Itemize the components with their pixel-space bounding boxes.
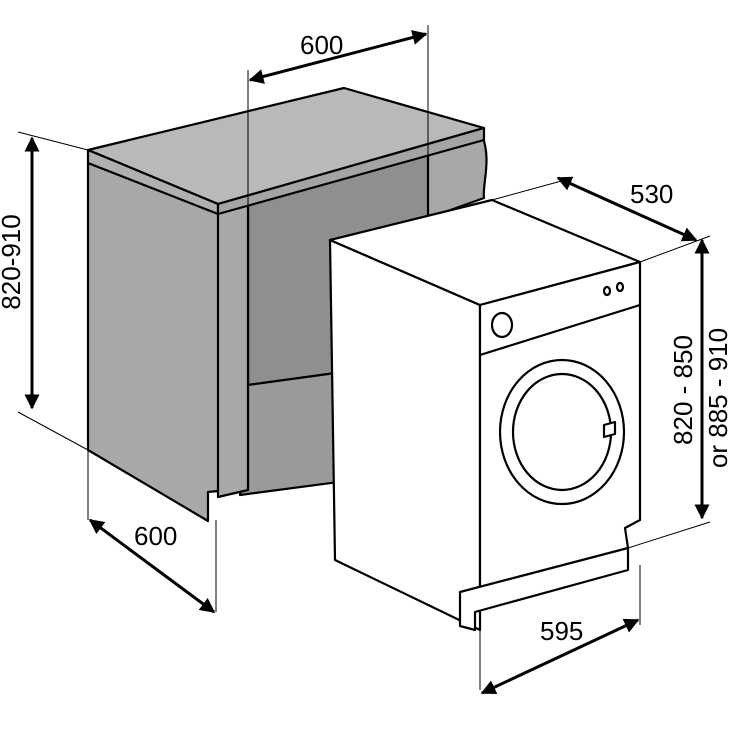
dimension-arrow-icon xyxy=(88,518,216,614)
ext-line-cabinet-bottom xyxy=(17,411,89,451)
cabinet-depth-label: 600 xyxy=(134,521,177,551)
dimension-arrow-icon xyxy=(248,30,428,84)
washing-machine xyxy=(328,179,711,690)
ext-line-top-back xyxy=(491,179,566,201)
ext-line-bottom-right xyxy=(627,521,711,549)
cabinet-width-label: 600 xyxy=(300,30,343,60)
ext-line-top-right xyxy=(639,235,711,263)
control-panel-line xyxy=(478,303,642,357)
cabinet-height-label: 820-910 xyxy=(0,214,26,309)
control-knob-icon xyxy=(490,311,514,339)
dimension-arrow-icon xyxy=(556,176,698,242)
indicator-light-1 xyxy=(602,285,612,297)
indicator-light-2 xyxy=(615,281,625,293)
machine-side-panel xyxy=(328,238,482,632)
machine-height-label-2: or 885 - 910 xyxy=(703,328,733,468)
door-porthole-inner xyxy=(511,372,613,492)
machine-height-label-1: 820 - 850 xyxy=(668,335,698,445)
door-handle xyxy=(602,420,617,439)
ext-line-cabinet-top xyxy=(17,131,89,151)
cabinet-worktop-right-edge xyxy=(216,126,486,216)
machine-width-label: 595 xyxy=(540,616,583,646)
dimension-arrow-icon xyxy=(480,618,640,695)
cabinet xyxy=(86,25,488,523)
cabinet-front-post xyxy=(216,203,250,499)
machine-depth-label: 530 xyxy=(630,179,673,209)
